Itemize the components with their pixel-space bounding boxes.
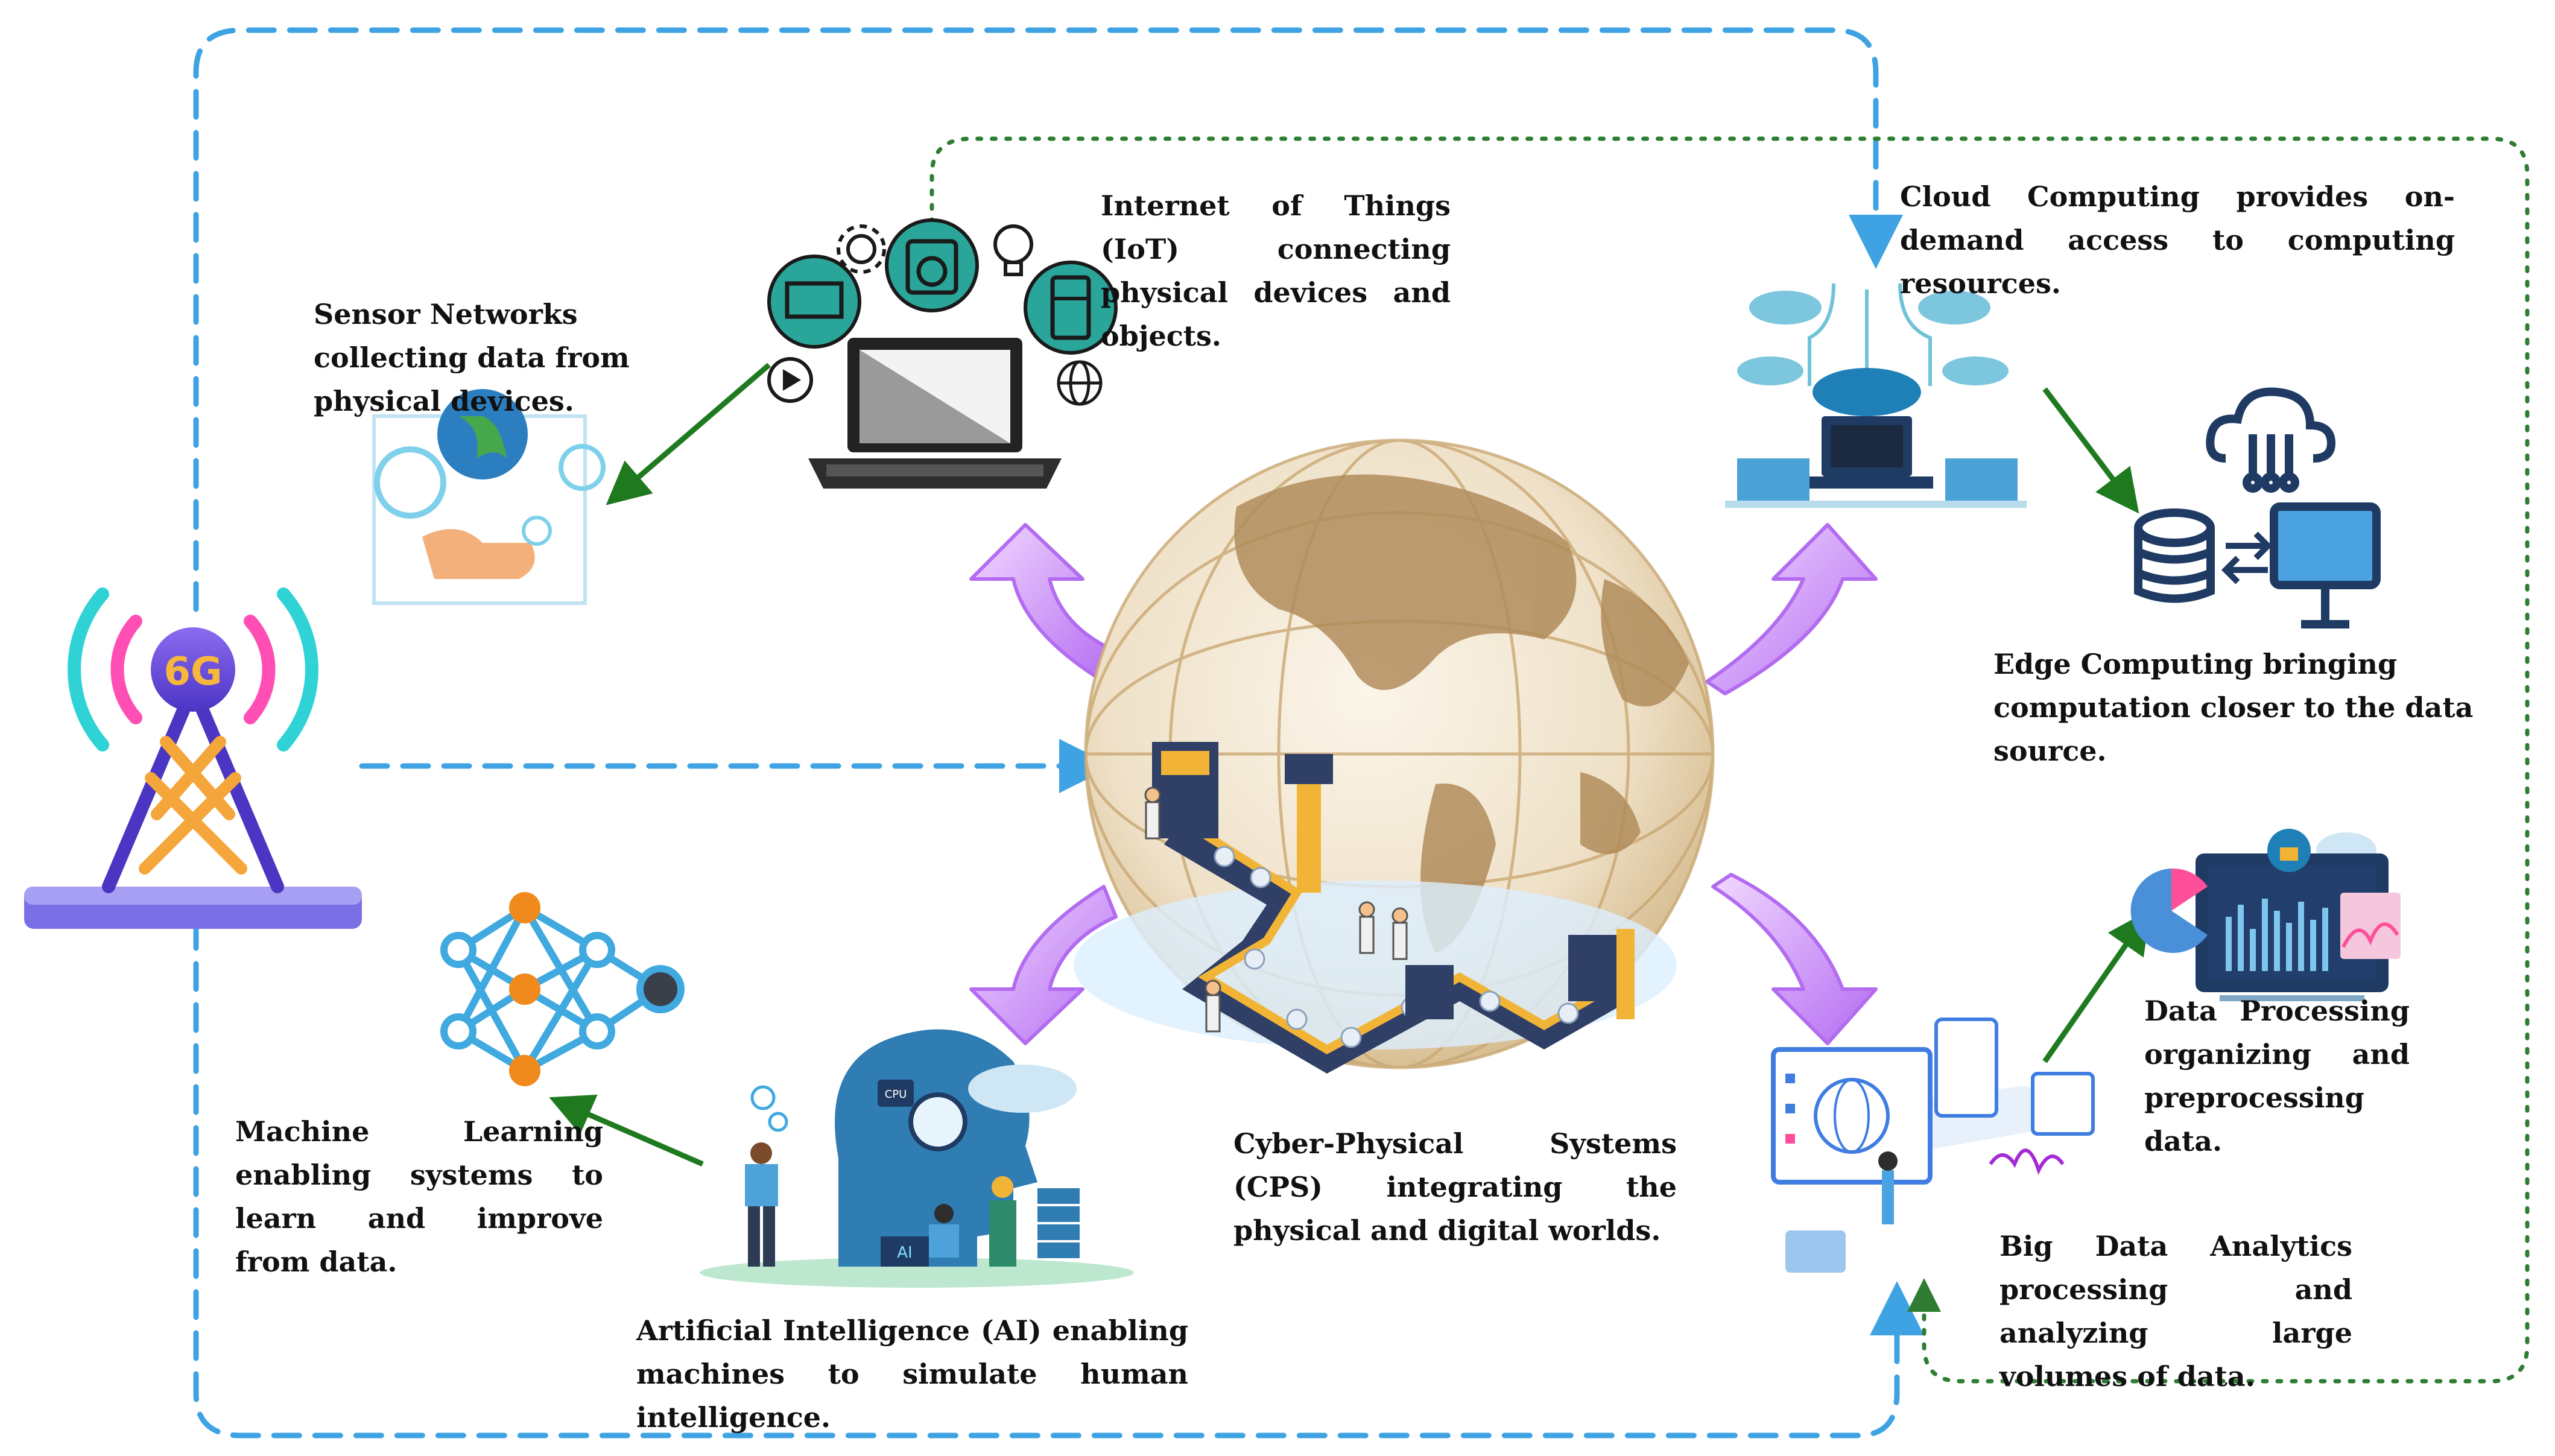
cloud-computing-label: Cloud Computing provides on-demand acces… xyxy=(1900,180,2455,300)
camera-icon xyxy=(885,218,979,312)
edge-cloud-icon xyxy=(2206,387,2336,493)
database-icon xyxy=(2134,508,2215,603)
fridge-icon xyxy=(1024,261,1118,355)
gear-icon xyxy=(837,224,886,274)
analytics-icon xyxy=(1771,1018,2095,1273)
dashboard-icon xyxy=(2130,829,2401,1001)
ai-head-icon: CPU AI xyxy=(700,1029,1134,1288)
artificial-intelligence-label: Artificial Intelligence (AI) enabling ma… xyxy=(636,1314,1188,1434)
tv-icon xyxy=(767,255,861,349)
cloud-icon xyxy=(1725,283,2027,508)
data-processing-label: Data Processing organizing and preproces… xyxy=(2144,995,2410,1157)
green-dotted-loop xyxy=(929,136,2530,1384)
cell-tower-icon: 6G xyxy=(24,587,362,929)
green-arrows xyxy=(549,362,2151,1167)
monitor-icon xyxy=(2221,502,2381,628)
machine-learning-label: Machine Learning enabling systems to lea… xyxy=(235,1115,603,1278)
edge-computing-label: Edge Computing bringing computation clos… xyxy=(1993,648,2474,767)
laptop-icon xyxy=(808,338,1062,489)
big-data-analytics-label: Big Data Analytics processing and analyz… xyxy=(1999,1230,2352,1393)
tower-badge: 6G xyxy=(163,650,222,694)
iot-label: Internet of Things (IoT) connecting phys… xyxy=(1101,189,1451,352)
sensor-networks-label: Sensor Networks collecting data from phy… xyxy=(314,298,630,417)
ai-box-label: AI xyxy=(897,1244,912,1262)
globe-grid-icon xyxy=(1057,360,1103,406)
lightbulb-icon xyxy=(993,224,1033,276)
neural-network-icon xyxy=(440,892,685,1086)
blue-dashed-loop xyxy=(193,27,1924,1439)
sensor-network-icon xyxy=(372,389,606,605)
cpu-chip-label: CPU xyxy=(885,1088,907,1101)
purple-arrows xyxy=(969,523,1878,1045)
factory-conveyor-icon xyxy=(1074,742,1677,1074)
cps-label: Cyber-Physical Systems (CPS) integrating… xyxy=(1233,1127,1677,1247)
play-icon xyxy=(767,357,813,403)
